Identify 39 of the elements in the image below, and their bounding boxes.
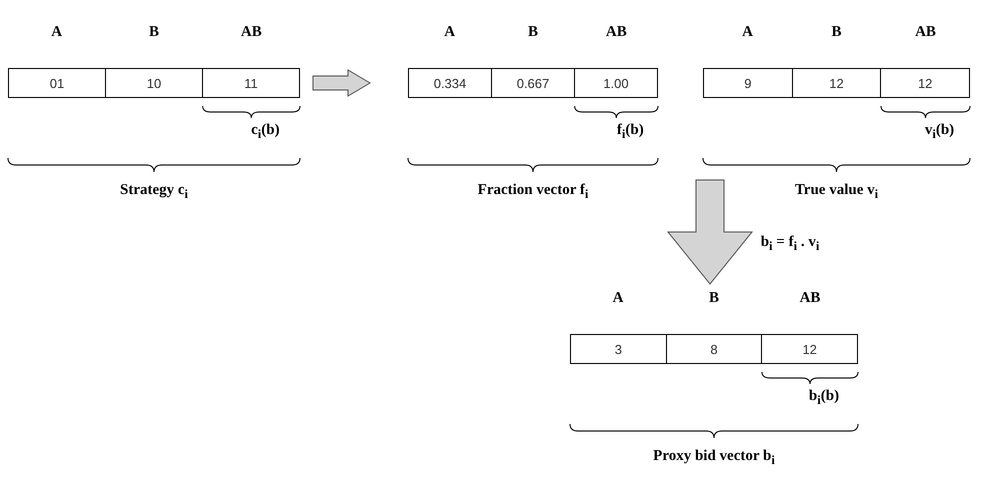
block-arrow [666, 180, 754, 285]
column-header: B [528, 24, 538, 41]
vector-table [8, 68, 300, 98]
brace-label: v$_{i}$(b) [924, 122, 954, 142]
column-header: A [444, 24, 456, 41]
column-header: AB [915, 24, 936, 41]
column-header: AB [800, 290, 820, 307]
vector-table [703, 68, 970, 98]
brace-label: f$_{i}$(b) [616, 122, 644, 142]
table-cell-text: 3 [614, 340, 623, 358]
table-cell: 8 [666, 335, 762, 363]
column-header: B [709, 290, 719, 307]
column-header: A [742, 24, 753, 41]
table-cell: 12 [792, 69, 880, 97]
column-header: B [832, 24, 842, 41]
vector-table [570, 334, 858, 364]
column-header: A [612, 290, 624, 307]
block-arrow [312, 69, 371, 97]
table-cell: 1.00 [574, 69, 657, 97]
table-cell-text: 9 [743, 74, 752, 92]
table-cell: 12 [880, 69, 970, 97]
table-cell: 12 [761, 335, 858, 363]
brace-label: c$_{i}$(b) [251, 122, 280, 142]
brace-label: b$_{i}$(b) [808, 388, 840, 408]
brace-label: Proxy bid vector b$_{i}$ [653, 448, 775, 468]
vector-table [408, 68, 658, 98]
brace-label: Fraction vector f$_{i}$ [478, 182, 588, 202]
column-header: B [149, 24, 159, 41]
table-cell: 0.667 [491, 69, 574, 97]
column-header: A [51, 24, 62, 41]
column-header: AB [606, 24, 627, 41]
brace-label: Strategy c$_{i}$ [120, 182, 188, 202]
table-cell: 11 [202, 69, 299, 97]
table-cell: 10 [105, 69, 202, 97]
edge-label: b$_{i}$ = f$_{i}$ . v$_{i}$ [760, 234, 820, 254]
brace-label: True value v$_{i}$ [794, 182, 878, 202]
table-cell-text: 0.334 [432, 74, 468, 92]
column-header: AB [240, 24, 262, 41]
table-cell-text: 01 [48, 74, 66, 92]
